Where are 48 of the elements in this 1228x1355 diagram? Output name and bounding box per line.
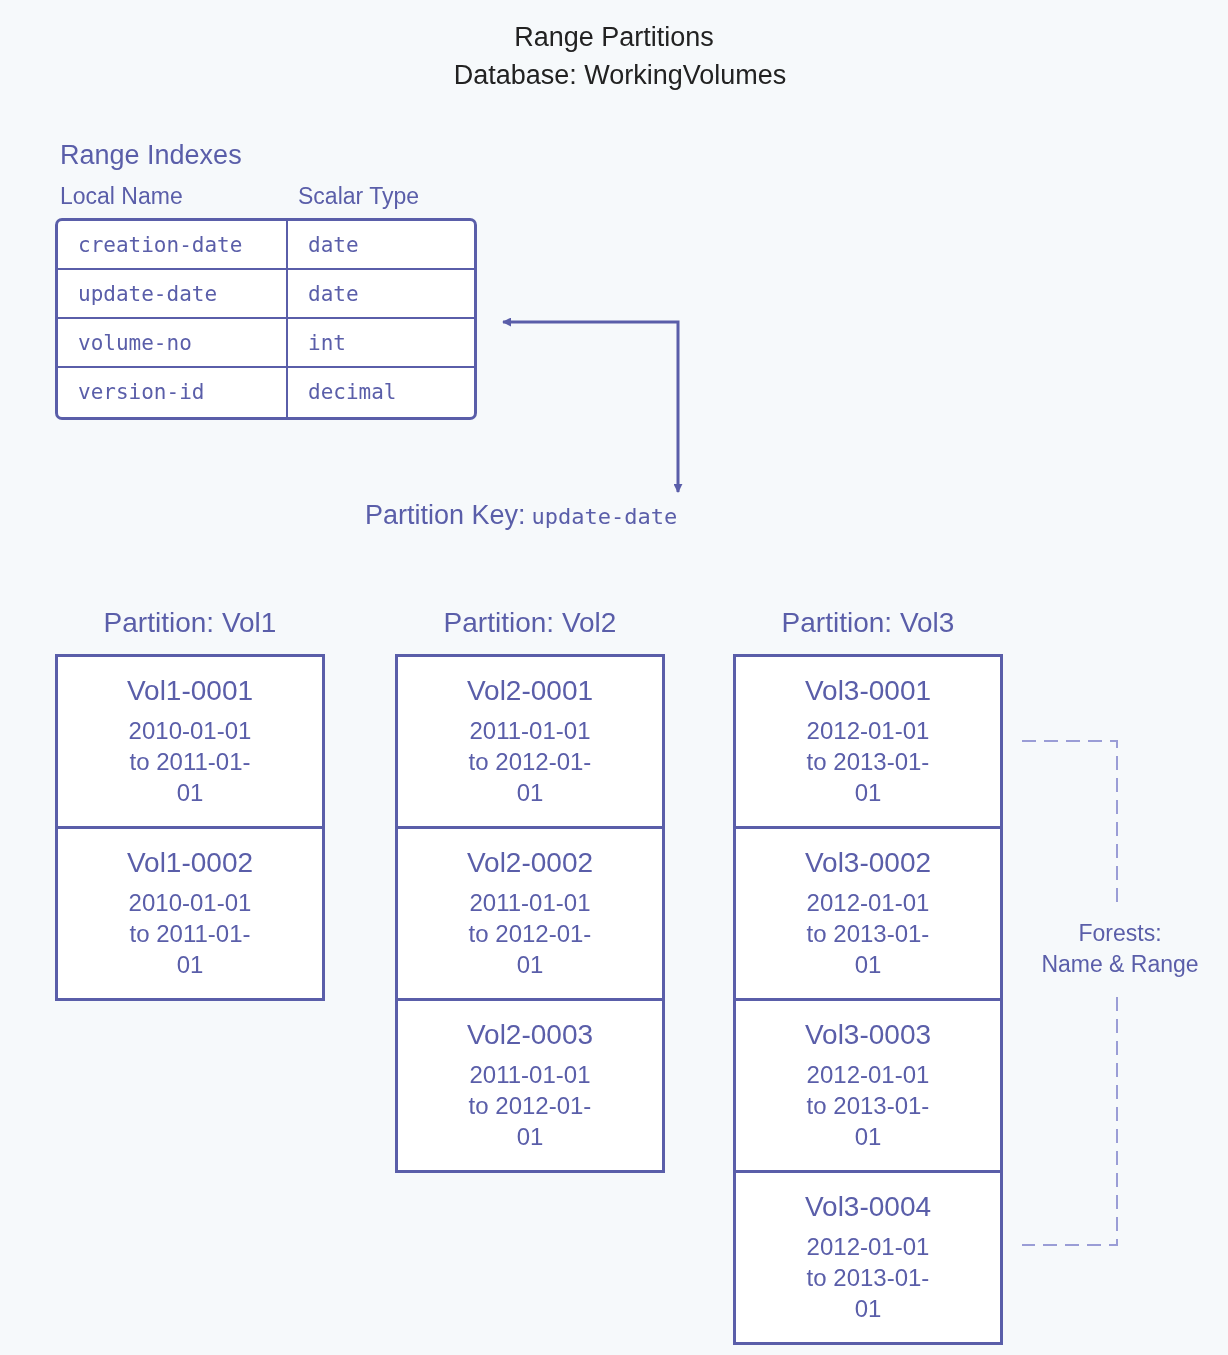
column-header: Scalar Type bbox=[298, 183, 420, 210]
forest-box bbox=[395, 998, 665, 1173]
forest-box bbox=[55, 826, 325, 1001]
date-range: 2012-01-01 to 2013-01-01 bbox=[805, 1060, 931, 1152]
bracket-label: Forests: bbox=[1077, 920, 1163, 947]
forest-name: Vol3-0004 bbox=[804, 1191, 932, 1223]
forest-name: Vol3-0001 bbox=[804, 675, 932, 707]
date-range: 2010-01-01 to 2011-01-01 bbox=[127, 888, 253, 980]
forest-name: Vol2-0003 bbox=[466, 1019, 594, 1051]
table-cell: date bbox=[288, 221, 474, 270]
date-range: 2011-01-01 to 2012-01-01 bbox=[467, 716, 593, 808]
partition-heading: Partition: Vol3 bbox=[780, 607, 956, 640]
forest-box bbox=[395, 826, 665, 1001]
table-cell: update-date bbox=[58, 270, 288, 319]
partition-heading: Partition: Vol1 bbox=[102, 607, 278, 640]
forest-name: Vol3-0002 bbox=[804, 847, 932, 879]
table-cell: version-id bbox=[58, 368, 288, 417]
diagram-title: Range Partitions bbox=[513, 22, 715, 53]
date-range: 2011-01-01 to 2012-01-01 bbox=[467, 1060, 593, 1152]
date-range: 2011-01-01 to 2012-01-01 bbox=[467, 888, 593, 980]
forest-name: Vol1-0002 bbox=[126, 847, 254, 879]
key-field-name: update-date bbox=[531, 504, 678, 529]
table-heading: Range Indexes bbox=[60, 140, 242, 171]
arrow bbox=[502, 317, 683, 493]
forest-box bbox=[395, 654, 665, 829]
date-range: 2012-01-01 to 2013-01-01 bbox=[805, 888, 931, 980]
key-label: Partition Key: bbox=[365, 500, 526, 530]
date-range: 2010-01-01 to 2011-01-01 bbox=[127, 716, 253, 808]
forest-box bbox=[55, 654, 325, 829]
forest-box bbox=[733, 1170, 1003, 1345]
forest-name: Vol2-0002 bbox=[466, 847, 594, 879]
column-header: Local Name bbox=[60, 183, 183, 210]
forest-name: Vol3-0003 bbox=[804, 1019, 932, 1051]
date-range: 2012-01-01 to 2013-01-01 bbox=[805, 1232, 931, 1324]
table-cell: int bbox=[288, 319, 474, 368]
date-range: 2012-01-01 to 2013-01-01 bbox=[805, 716, 931, 808]
table-cell: volume-no bbox=[58, 319, 288, 368]
forest-box bbox=[733, 654, 1003, 829]
partition-heading: Partition: Vol2 bbox=[442, 607, 618, 640]
forest-name: Vol1-0001 bbox=[126, 675, 254, 707]
forest-box bbox=[733, 998, 1003, 1173]
database-label: Database: WorkingVolumes bbox=[452, 60, 788, 91]
table-cell: date bbox=[288, 270, 474, 319]
forest-name: Vol2-0001 bbox=[466, 675, 594, 707]
table-cell-text: decimal bbox=[307, 379, 398, 406]
forest-box bbox=[733, 826, 1003, 1001]
table-cell: creation-date bbox=[58, 221, 288, 270]
bracket-label: Name & Range bbox=[1040, 951, 1200, 978]
